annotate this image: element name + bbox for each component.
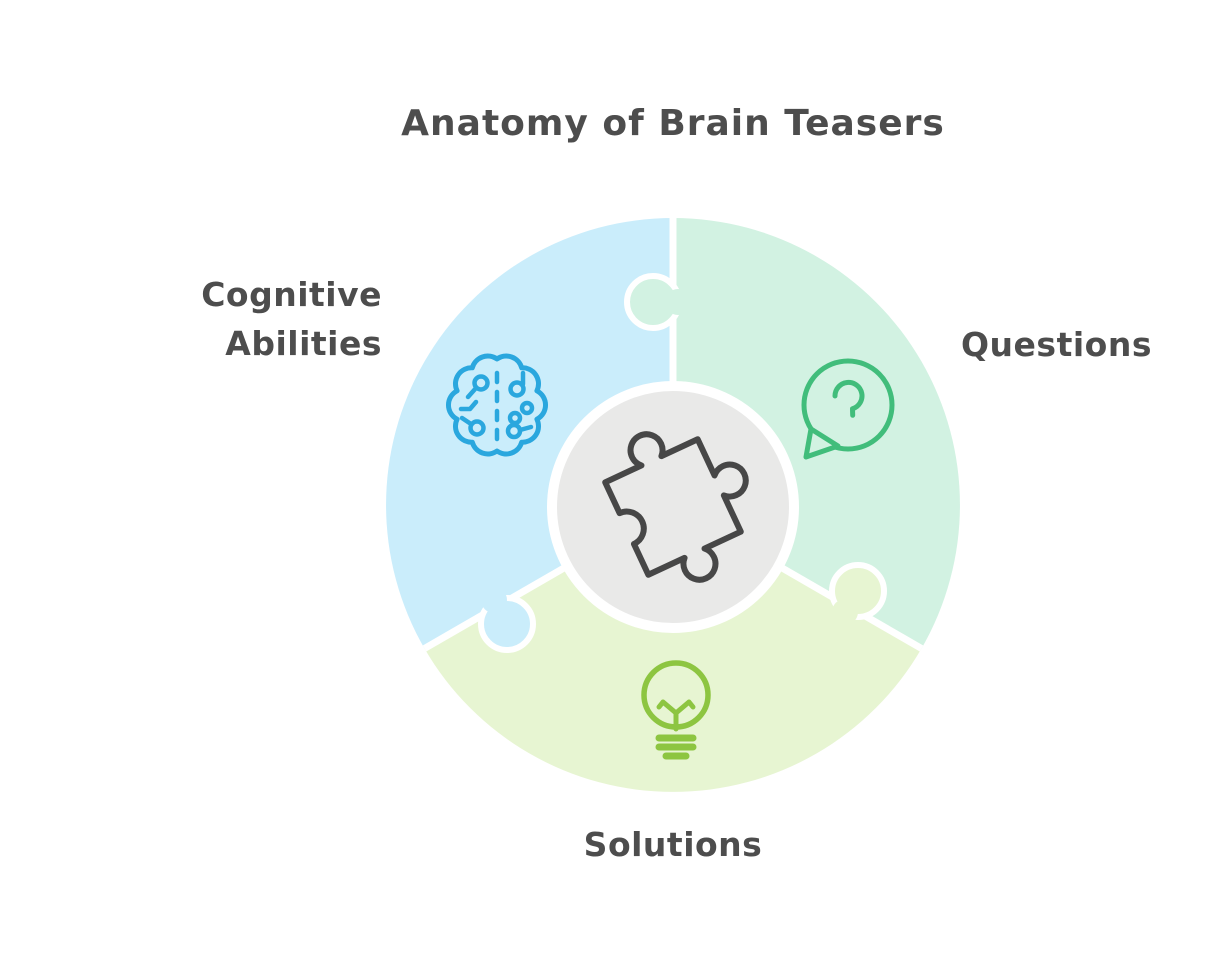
knob-bottom-left-neck — [481, 587, 507, 613]
puzzle-piece-icon — [602, 431, 749, 583]
label-line: Cognitive — [201, 275, 382, 314]
brain-circuit-icon — [446, 353, 548, 457]
puzzle-knobs — [478, 273, 887, 653]
segment-label-cognitive-abilities: Cognitive Abilities — [120, 270, 382, 368]
knob-top-neck — [665, 289, 691, 315]
label-line: Abilities — [225, 324, 382, 363]
knob-bottom-right-neck — [832, 599, 858, 625]
question-speech-bubble-icon — [801, 358, 895, 460]
lightbulb-icon — [641, 660, 711, 760]
segment-label-solutions: Solutions — [583, 825, 763, 864]
diagram-title: Anatomy of Brain Teasers — [401, 103, 945, 144]
segment-solutions — [424, 505, 922, 792]
center-circle — [547, 381, 799, 633]
segment-label-questions: Questions — [961, 325, 1152, 364]
